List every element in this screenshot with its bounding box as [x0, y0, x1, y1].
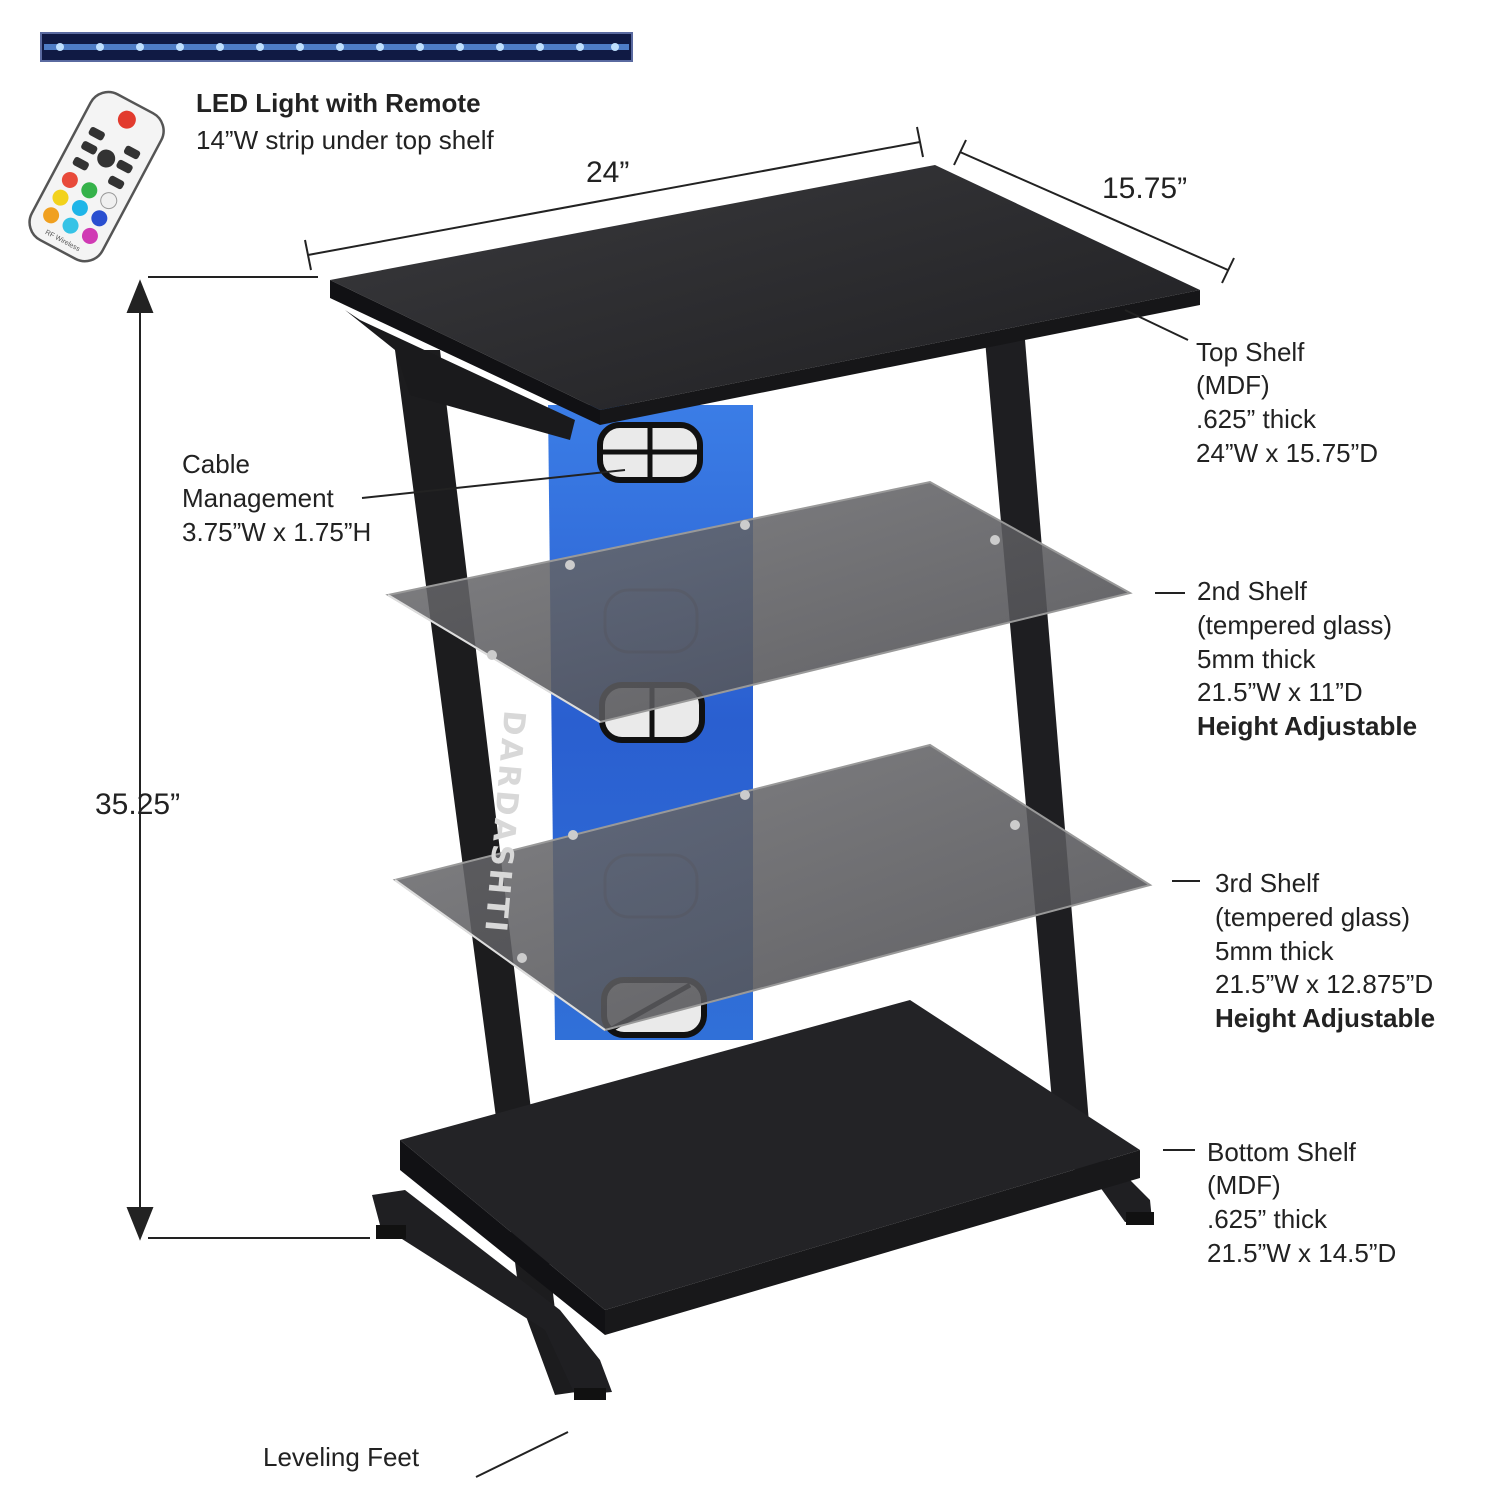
cable-label-line3: 3.75”W x 1.75”H [182, 517, 372, 547]
third-shelf-label: 3rd Shelf [1215, 868, 1320, 898]
third-shelf-material: (tempered glass) [1215, 902, 1411, 932]
depth-dimension: 15.75” [1102, 172, 1188, 205]
top-shelf [330, 165, 1200, 440]
bottom-shelf-material: (MDF) [1207, 1170, 1281, 1200]
second-shelf [385, 480, 1133, 724]
remote-control-icon: RF Wireless [28, 90, 165, 263]
led-strip-icon [40, 32, 633, 62]
top-shelf-label: Top Shelf [1196, 337, 1305, 367]
third-shelf [392, 743, 1153, 1032]
bottom-shelf-size: 21.5”W x 14.5”D [1207, 1238, 1397, 1268]
cable-label-line1: Cable [182, 449, 250, 479]
callout-lines [361, 309, 1200, 1478]
top-shelf-material: (MDF) [1196, 370, 1270, 400]
width-dimension: 24” [586, 156, 630, 189]
third-shelf-thickness: 5mm thick [1215, 936, 1334, 966]
second-shelf-material: (tempered glass) [1197, 610, 1393, 640]
led-title: LED Light with Remote [196, 88, 481, 118]
third-shelf-adjustable: Height Adjustable [1215, 1003, 1436, 1033]
third-shelf-size: 21.5”W x 12.875”D [1215, 969, 1434, 999]
bottom-shelf [400, 1000, 1140, 1335]
second-shelf-size: 21.5”W x 11”D [1197, 677, 1363, 707]
top-shelf-thickness: .625” thick [1196, 404, 1316, 434]
top-shelf-size: 24”W x 15.75”D [1196, 438, 1379, 468]
second-shelf-adjustable: Height Adjustable [1197, 711, 1418, 741]
cable-label-line2: Management [182, 483, 334, 513]
leveling-feet-label: Leveling Feet [263, 1442, 420, 1472]
bottom-shelf-label: Bottom Shelf [1207, 1137, 1356, 1167]
bottom-shelf-thickness: .625” thick [1207, 1204, 1327, 1234]
second-shelf-thickness: 5mm thick [1197, 644, 1316, 674]
second-shelf-label: 2nd Shelf [1197, 576, 1307, 606]
led-subtitle: 14”W strip under top shelf [196, 125, 494, 155]
height-dimension: 35.25” [95, 788, 181, 821]
dimension-lines [126, 126, 1235, 1241]
